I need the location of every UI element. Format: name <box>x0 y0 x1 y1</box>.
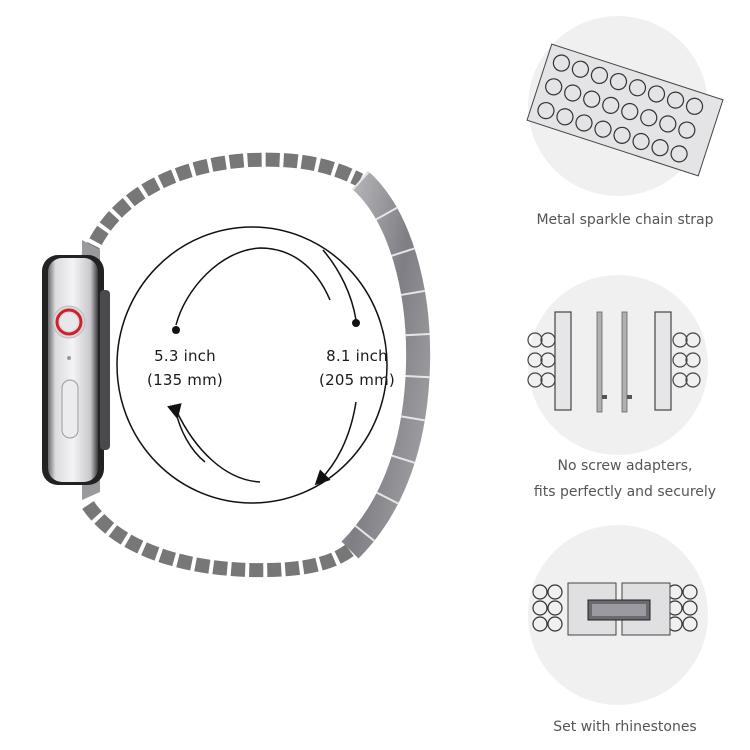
feature-caption-chain: Metal sparkle chain strap <box>536 212 714 228</box>
small-size-label: 5.3 inch (135 mm) <box>135 344 235 392</box>
large-size-mm: (205 mm) <box>319 371 395 389</box>
band-rhinestone-links <box>81 152 364 578</box>
large-circle-marker <box>352 319 360 327</box>
side-button <box>61 379 79 439</box>
large-size-label: 8.1 inch (205 mm) <box>312 344 402 392</box>
feature-caption-rhinestones: Set with rhinestones <box>553 719 697 735</box>
small-circle-marker <box>172 326 180 334</box>
small-size-mm: (135 mm) <box>147 371 223 389</box>
large-size-inch: 8.1 inch <box>326 347 388 365</box>
digital-crown <box>52 305 86 360</box>
feature-caption-adapters: No screw adapters, fits perfectly and se… <box>533 458 717 500</box>
measurement-circles <box>116 226 388 504</box>
small-size-inch: 5.3 inch <box>154 347 216 365</box>
measurement-arrows <box>167 249 357 486</box>
band-metal-links <box>341 170 431 559</box>
